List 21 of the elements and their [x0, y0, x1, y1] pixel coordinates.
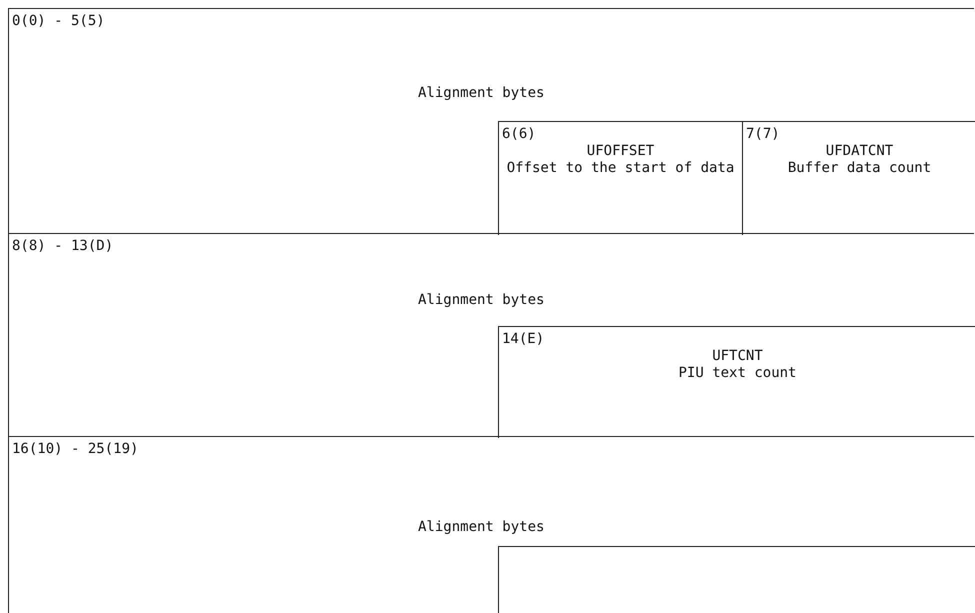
- field-description: Offset to the start of data: [506, 160, 736, 177]
- field-name: UFOFFSET: [586, 143, 656, 160]
- field-description: Buffer data count: [786, 160, 932, 177]
- offset-label: 6(6): [502, 126, 536, 143]
- field-description: PIU text count: [677, 365, 798, 382]
- field-name: UFTCNT: [711, 348, 764, 365]
- offset-label: 7(7): [746, 126, 780, 143]
- field-row: [8, 436, 974, 613]
- empty-field-cell: [498, 546, 975, 613]
- field-row: [8, 233, 974, 437]
- field-description: Alignment bytes: [418, 519, 544, 536]
- field-name: UFDATCNT: [824, 143, 894, 160]
- offset-range: 0(0) - 5(5): [12, 13, 105, 30]
- field-cell: [498, 121, 743, 235]
- offset-label: 14(E): [502, 331, 544, 348]
- offset-range: 8(8) - 13(D): [12, 238, 114, 255]
- field-row: [8, 8, 974, 234]
- field-description: Alignment bytes: [418, 292, 544, 309]
- field-cell: [498, 326, 975, 438]
- offset-range: 16(10) - 25(19): [12, 441, 138, 458]
- field-description: Alignment bytes: [418, 85, 544, 102]
